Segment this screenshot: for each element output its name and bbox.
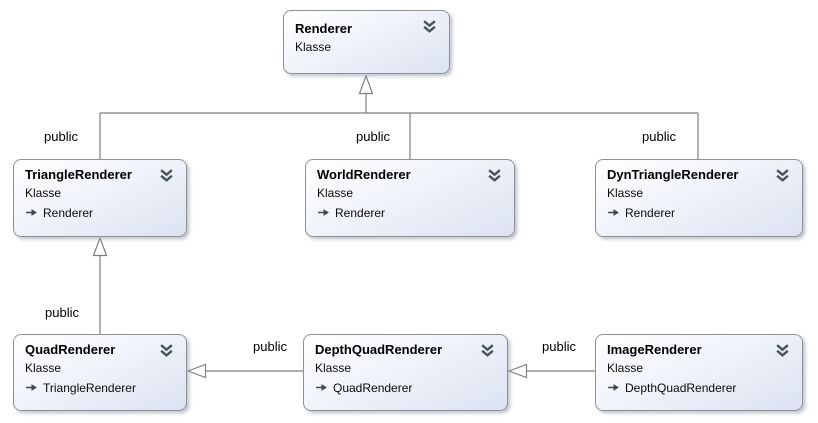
class-name: Renderer [295,21,353,36]
class-name: DepthQuadRenderer [315,342,443,357]
connector-label-depthquadrenderer: public [253,339,287,354]
class-name: WorldRenderer [317,167,411,182]
collapse-chevron-icon[interactable] [159,344,174,357]
base-class-row: Renderer [25,206,176,221]
base-class-name: TriangleRenderer [43,381,136,395]
class-stereotype: Klasse [295,40,332,54]
class-name: ImageRenderer [607,342,702,357]
collapse-chevron-icon[interactable] [775,344,790,357]
base-class-arrow-icon [317,206,330,221]
inheritance-arrowhead-to-renderer [358,74,374,95]
class-name: QuadRenderer [25,342,116,357]
connector-label-trianglerenderer: public [44,129,78,144]
class-stereotype: Klasse [317,186,354,200]
base-class-row: Renderer [317,206,504,221]
class-box-imagerenderer[interactable]: ImageRenderer Klasse DepthQuadRenderer [595,334,803,411]
class-name: DynTriangleRenderer [607,167,739,182]
collapse-chevron-icon[interactable] [159,169,174,182]
class-box-trianglerenderer[interactable]: TriangleRenderer Klasse Renderer [13,159,187,237]
inheritance-arrowhead-to-quadrenderer [186,363,207,379]
class-name: TriangleRenderer [25,167,132,182]
base-class-arrow-icon [315,381,328,396]
inheritance-arrowhead-to-trianglerenderer [92,236,108,257]
base-class-row: DepthQuadRenderer [607,381,792,396]
class-box-renderer[interactable]: Renderer Klasse [283,10,450,74]
class-box-depthquadrenderer[interactable]: DepthQuadRenderer Klasse QuadRenderer [303,334,508,411]
base-class-name: Renderer [625,206,676,220]
base-class-name: QuadRenderer [333,381,413,395]
collapse-chevron-icon[interactable] [480,344,495,357]
collapse-chevron-icon[interactable] [487,169,502,182]
class-box-dyntrianglerenderer[interactable]: DynTriangleRenderer Klasse Renderer [595,159,803,237]
connector-label-imagerenderer: public [542,339,576,354]
class-stereotype: Klasse [25,361,62,375]
base-class-name: Renderer [335,206,386,220]
class-box-quadrenderer[interactable]: QuadRenderer Klasse TriangleRenderer [13,334,187,411]
collapse-chevron-icon[interactable] [422,20,437,33]
base-class-arrow-icon [607,206,620,221]
connector-label-worldrenderer: public [356,129,390,144]
class-stereotype: Klasse [315,361,352,375]
base-class-arrow-icon [25,206,38,221]
base-class-name: DepthQuadRenderer [625,381,737,395]
base-class-name: Renderer [43,206,94,220]
base-class-row: QuadRenderer [315,381,497,396]
base-class-arrow-icon [607,381,620,396]
connector-label-dyntrianglerenderer: public [642,129,676,144]
inheritance-arrowhead-to-depthquadrenderer [507,363,528,379]
class-stereotype: Klasse [607,186,644,200]
base-class-row: TriangleRenderer [25,381,176,396]
base-class-arrow-icon [25,381,38,396]
base-class-row: Renderer [607,206,792,221]
connector-label-quadrenderer: public [45,305,79,320]
class-stereotype: Klasse [25,186,62,200]
class-box-worldrenderer[interactable]: WorldRenderer Klasse Renderer [305,159,515,237]
class-stereotype: Klasse [607,361,644,375]
collapse-chevron-icon[interactable] [775,169,790,182]
